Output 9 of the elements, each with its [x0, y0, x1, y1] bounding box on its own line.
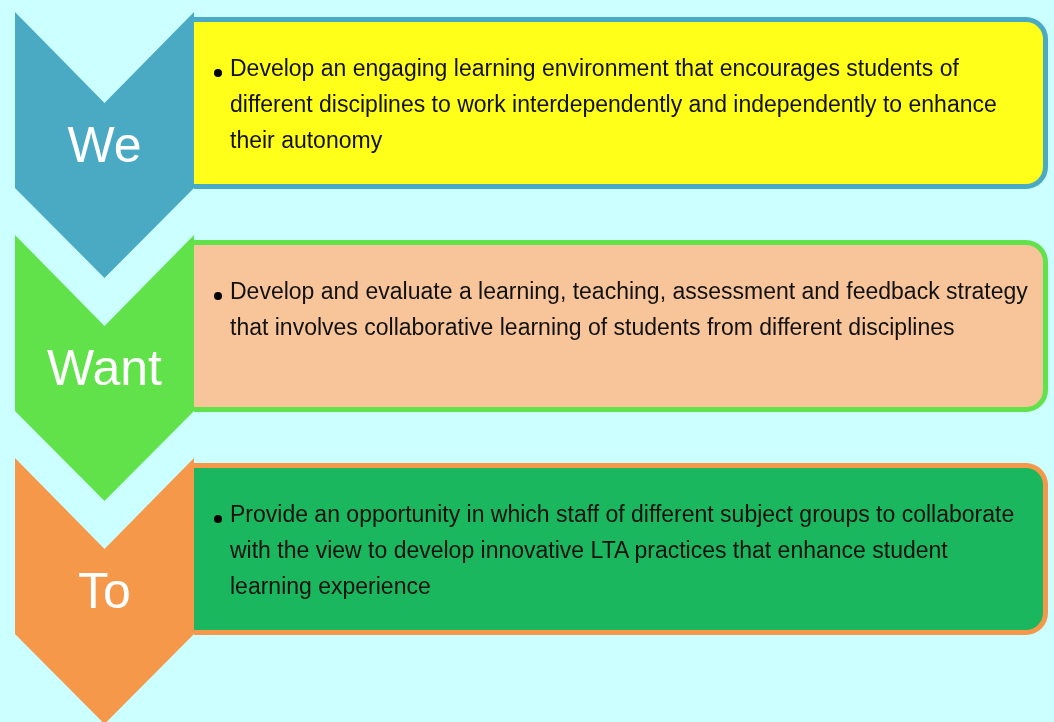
bullet-text: Develop and evaluate a learning, teaching, assessment and feedback strategy that involves collaborative learning of students from different disciplines — [230, 277, 1029, 342]
bullet-text: Provide an opportunity in which staff of different subject groups to collaborate with the view to develop innovative LTA practices that enhance student learning experience — [230, 500, 1016, 601]
text-box — [194, 240, 1048, 412]
bullet-text: Develop an engaging learning environment that encourages students of different disciplines to work interdependently and independently to enhance their autonomy — [230, 54, 998, 155]
chevron-label: To — [77, 562, 132, 621]
text-box — [194, 463, 1048, 635]
chevron-label: We — [66, 116, 143, 175]
text-box — [194, 17, 1048, 189]
chevron-label: Want — [46, 339, 163, 398]
